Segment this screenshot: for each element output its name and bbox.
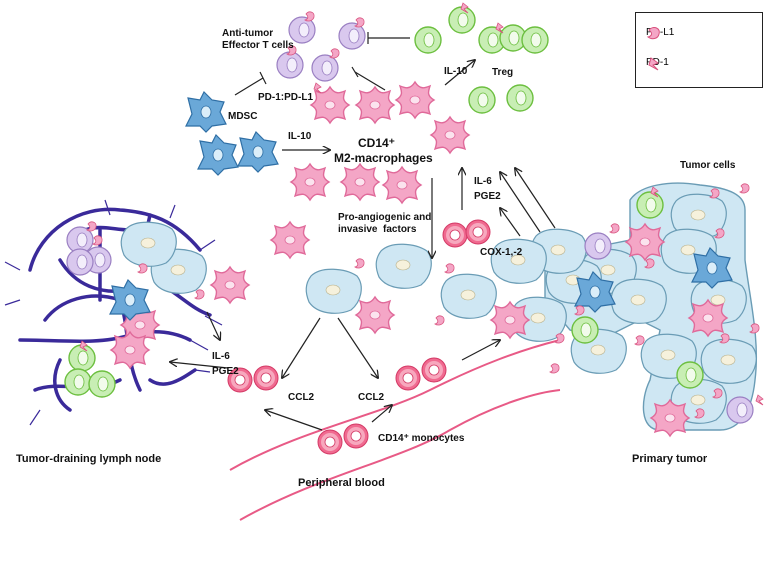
tumor-cells-label: Tumor cells xyxy=(680,160,736,171)
il10-top-label: IL-10 xyxy=(444,66,468,77)
blood-vessel xyxy=(229,339,561,521)
legend-item-pd-1: PD-1 xyxy=(646,57,669,71)
primary-tumor-title: Primary tumor xyxy=(632,453,708,465)
pd-l1-icon xyxy=(646,27,660,40)
legend-item-pd-l1: PD-L1 xyxy=(646,27,675,40)
pd-1-icon xyxy=(648,57,660,71)
arrows xyxy=(170,60,556,431)
cox-label: COX-1,-2 xyxy=(480,247,523,258)
m2-title-line2: M2-macrophages xyxy=(334,151,433,165)
proangiogenic-label: Pro-angiogenic and invasive factors xyxy=(338,212,432,235)
il6-right-label: IL-6 xyxy=(474,176,492,187)
il6-left-label: IL-6 xyxy=(212,351,230,362)
anti-tumor-label: Anti-tumor Effector T cells xyxy=(222,28,294,51)
monocytes xyxy=(227,219,491,455)
il10-left-label: IL-10 xyxy=(288,131,312,142)
peripheral-blood-title: Peripheral blood xyxy=(298,477,385,489)
pd1-pdl1-label: PD-1:PD-L1 xyxy=(258,92,314,103)
pge2-right-label: PGE2 xyxy=(474,191,501,202)
ccl2-left-label: CCL2 xyxy=(288,392,315,403)
ccl2-right-label: CCL2 xyxy=(358,392,385,403)
treg-label: Treg xyxy=(492,67,514,78)
lymph-node-thin-vessels xyxy=(4,199,223,426)
inhibition-lines xyxy=(234,32,410,96)
mdsc-label: MDSC xyxy=(228,111,258,122)
legend: PD-L1 PD-1 xyxy=(635,12,763,88)
monocytes-label: CD14⁺ monocytes xyxy=(378,433,465,444)
pge2-left-label: PGE2 xyxy=(212,366,239,377)
m2-title-line1: CD14⁺ xyxy=(358,136,396,150)
legend-label-pd-l1: PD-L1 xyxy=(646,27,675,38)
lymph-node-title: Tumor-draining lymph node xyxy=(16,453,162,465)
